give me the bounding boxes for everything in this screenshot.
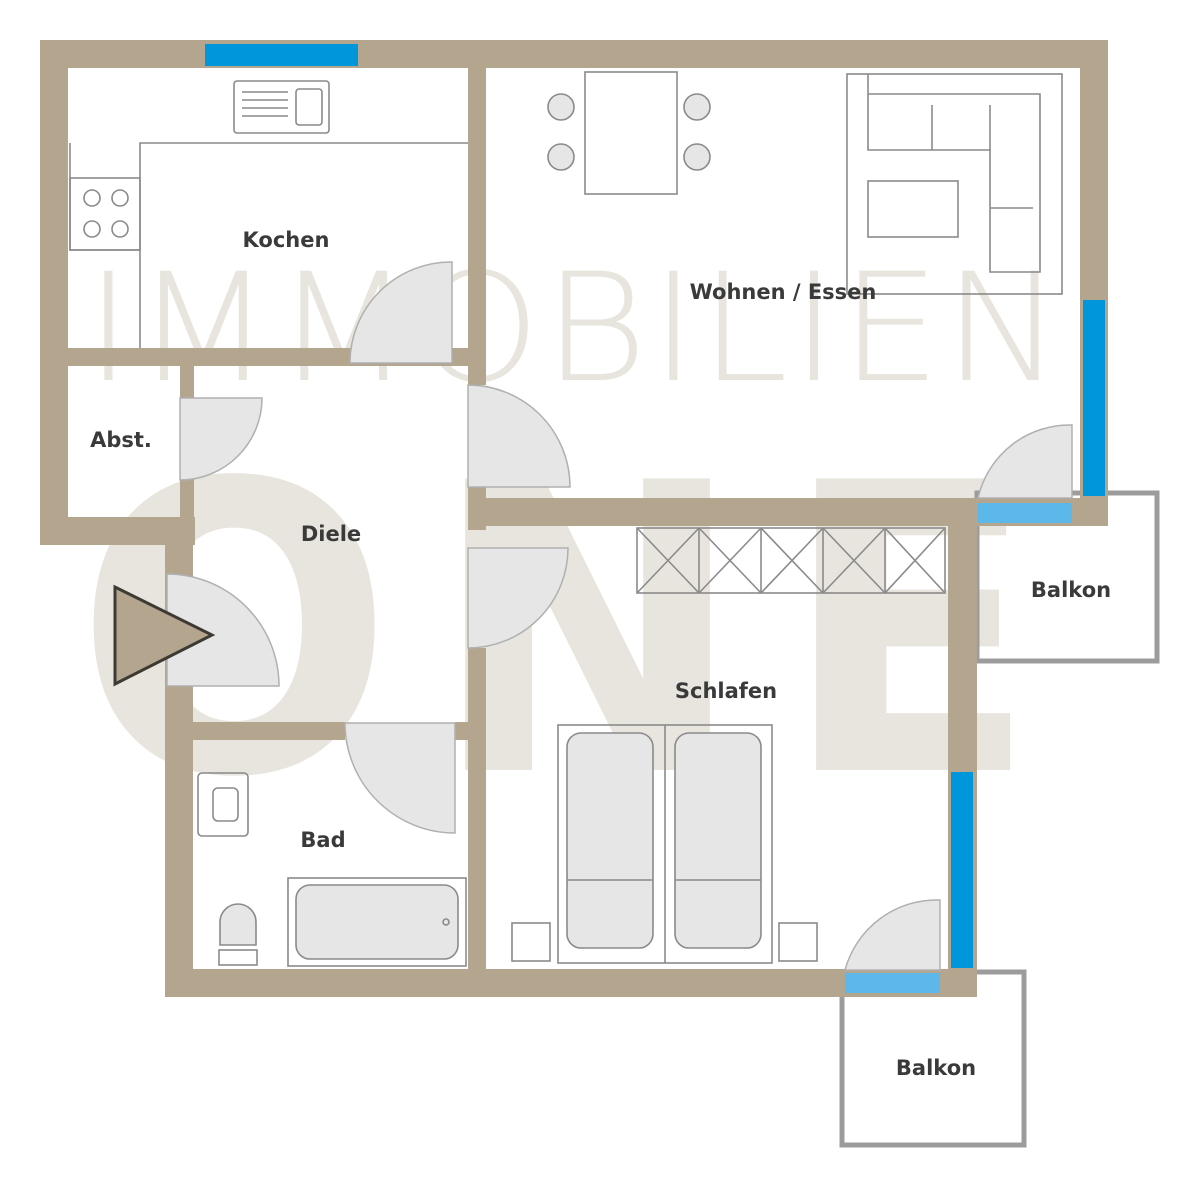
bathtub-icon [287,877,467,967]
window-kitchen [205,44,358,66]
chair [683,93,711,121]
room-labels: Kochen Wohnen / Essen Abst. Diele Schlaf… [90,228,1111,1080]
doors [166,261,1073,971]
toilet-icon [218,949,258,966]
label-bad: Bad [300,828,345,852]
door-balcony-living [977,424,1073,499]
sink-icon [233,80,330,134]
label-balkon-east: Balkon [1031,578,1111,602]
bedroom-furniture [511,527,946,964]
balcony-door-living [978,503,1072,523]
door-bedroom [467,547,569,649]
label-kochen: Kochen [243,228,330,252]
coffee-table [867,180,959,238]
nightstand [511,922,551,962]
wardrobe [636,527,946,594]
label-schlafen: Schlafen [675,679,777,703]
windows [205,44,1105,993]
window-living [1083,300,1105,496]
watermark-line1: IMMOBILIEN [85,242,1065,416]
label-balkon-south: Balkon [896,1056,976,1080]
living-furniture [547,71,1063,295]
chair [547,143,575,171]
entrance-arrow-icon [113,584,216,687]
label-wohnen: Wohnen / Essen [690,280,877,304]
chair [683,143,711,171]
sink-icon [197,772,249,837]
label-abst: Abst. [90,428,152,452]
dining-table [584,71,678,195]
door-living [467,384,571,488]
door-balcony-bedroom [844,899,941,971]
door-kitchen [349,261,453,364]
nightstand [778,922,818,962]
door-abst [179,397,263,481]
label-diele: Diele [301,522,361,546]
door-entrance [166,573,280,687]
balcony-door-bedroom [845,973,940,993]
window-bedroom [951,772,973,968]
door-bad [344,722,456,834]
bath-furniture [197,772,467,967]
chair [547,93,575,121]
kitchen-furniture [69,80,468,348]
sofa-outline [846,73,1063,295]
